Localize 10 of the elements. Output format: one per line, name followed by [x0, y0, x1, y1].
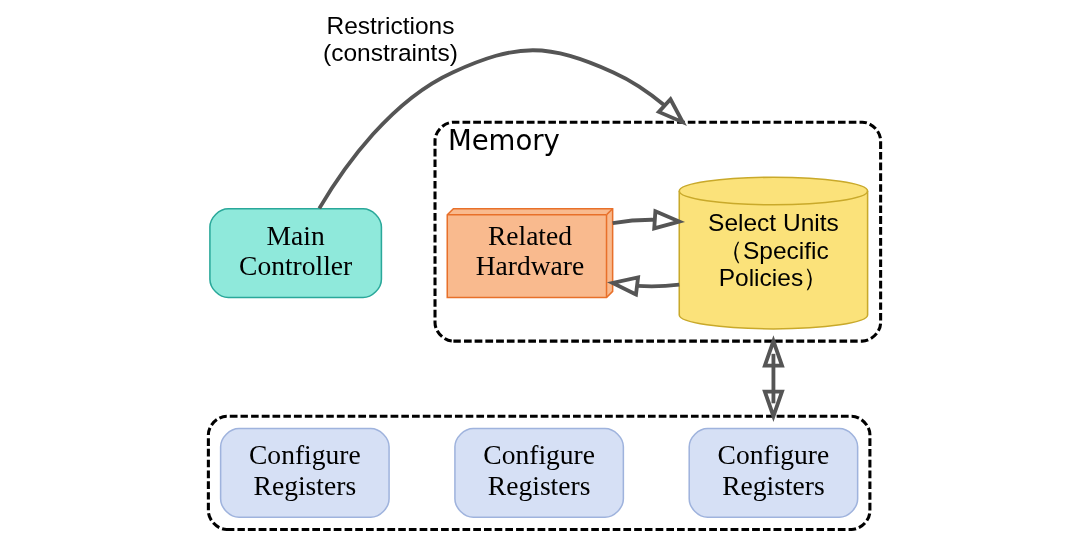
node-box: Configure Registers: [454, 427, 625, 518]
arrow: [317, 48, 687, 210]
node-box: Configure Registers: [219, 427, 390, 518]
node-box: Configure Registers: [688, 427, 859, 518]
arrow: [612, 208, 686, 231]
edge-label: Restrictions (constraints): [323, 11, 458, 67]
cluster: [206, 414, 872, 532]
arrow: [762, 335, 785, 422]
arrow: [606, 274, 680, 298]
node-box: Main Controller: [209, 207, 383, 299]
